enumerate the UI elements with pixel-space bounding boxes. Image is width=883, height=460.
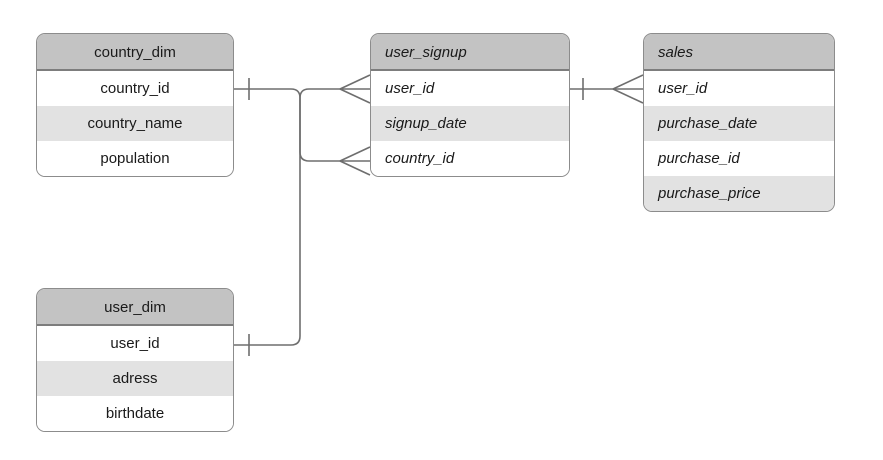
entity-field-user_id: user_id xyxy=(37,326,233,361)
entity-field-birthdate: birthdate xyxy=(37,396,233,431)
entity-field-country_id: country_id xyxy=(371,141,569,176)
connector-country_dim-to-user_signup xyxy=(234,88,340,162)
connector-country_dim-branch-upper xyxy=(299,88,340,99)
entity-field-country_id: country_id xyxy=(37,71,233,106)
entity-field-country_name: country_name xyxy=(37,106,233,141)
cardinality-many-sales-user_id xyxy=(612,74,644,104)
entity-field-purchase_price: purchase_price xyxy=(644,176,834,211)
entity-field-user_id: user_id xyxy=(644,71,834,106)
entity-title-country_dim: country_dim xyxy=(37,34,233,71)
entity-field-adress: adress xyxy=(37,361,233,396)
entity-country_dim[interactable]: country_dim country_id country_name popu… xyxy=(36,33,234,177)
entity-title-user_dim: user_dim xyxy=(37,289,233,326)
entity-field-population: population xyxy=(37,141,233,176)
cardinality-many-user_signup-user_id xyxy=(339,74,371,104)
entity-title-sales: sales xyxy=(644,34,834,71)
entity-sales[interactable]: sales user_id purchase_date purchase_id … xyxy=(643,33,835,212)
entity-field-signup_date: signup_date xyxy=(371,106,569,141)
entity-field-purchase_id: purchase_id xyxy=(644,141,834,176)
entity-title-user_signup: user_signup xyxy=(371,34,569,71)
entity-field-purchase_date: purchase_date xyxy=(644,106,834,141)
entity-user_signup[interactable]: user_signup user_id signup_date country_… xyxy=(370,33,570,177)
connector-user_dim-to-user_signup xyxy=(234,98,301,346)
cardinality-many-user_signup-country_id xyxy=(339,146,371,176)
entity-field-user_id: user_id xyxy=(371,71,569,106)
entity-user_dim[interactable]: user_dim user_id adress birthdate xyxy=(36,288,234,432)
